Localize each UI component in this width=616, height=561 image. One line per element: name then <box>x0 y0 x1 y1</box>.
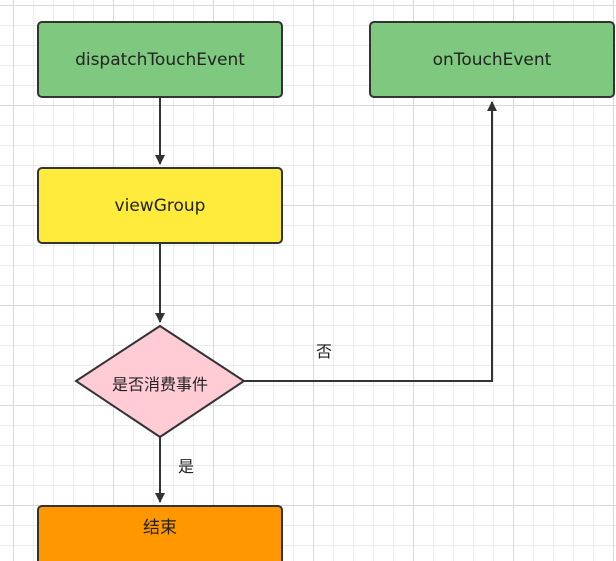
decision-label: 是否消费事件 <box>111 375 208 394</box>
view-group-node: viewGroup <box>37 167 283 244</box>
end-node: 结束 <box>37 505 283 561</box>
no-branch-label: 否 <box>316 342 333 361</box>
yes-branch-label: 是 <box>178 457 195 476</box>
on-touch-event-label: onTouchEvent <box>432 49 552 70</box>
dispatch-touch-event-node: dispatchTouchEvent <box>37 21 283 98</box>
view-group-label: viewGroup <box>114 195 206 216</box>
end-label: 结束 <box>143 518 177 538</box>
dispatch-touch-event-label: dispatchTouchEvent <box>75 49 245 70</box>
on-touch-event-node: onTouchEvent <box>369 21 615 98</box>
decision-diamond <box>74 324 246 439</box>
arrow-decision-to-ontouch <box>244 101 497 382</box>
